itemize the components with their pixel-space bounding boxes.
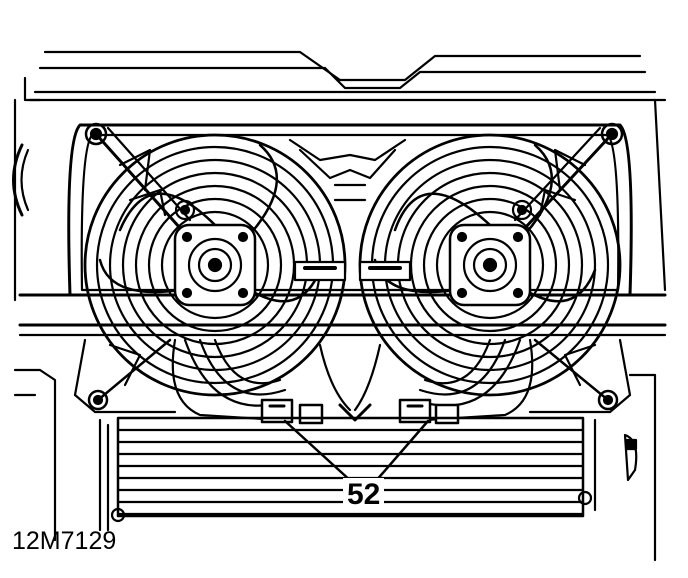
figure-id: 12M7129: [12, 527, 117, 555]
callout-leader-lines: [283, 419, 430, 484]
radiator-core: [98, 416, 597, 532]
lower-side-panels: [13, 368, 657, 562]
upper-body-panel: [12, 50, 667, 302]
callout-label-52: 52: [343, 478, 385, 512]
center-bracket: [293, 260, 412, 282]
lower-fan-cowl: [73, 338, 632, 422]
